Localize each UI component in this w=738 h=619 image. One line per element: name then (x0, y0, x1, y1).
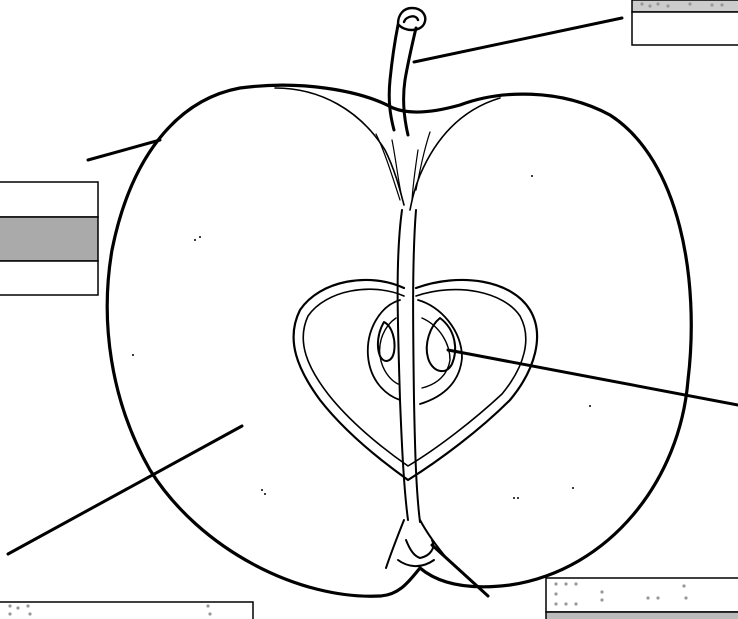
label-box-flesh (0, 602, 253, 619)
carpel-left-inner (380, 318, 398, 384)
leader-line-seed (448, 350, 738, 405)
label-box-stem (632, 0, 738, 45)
apple-stem (389, 25, 416, 135)
leader-line-stem (414, 18, 622, 62)
apple-seed (427, 318, 455, 371)
label-box-skin (0, 182, 98, 295)
apple-calyx (386, 520, 448, 568)
leader-line-calyx (432, 545, 488, 596)
apple-cavity-fibers (376, 132, 430, 200)
apple-stem-tip (398, 8, 425, 30)
label-box-calyx (546, 578, 738, 619)
flesh-speckles (132, 175, 591, 499)
